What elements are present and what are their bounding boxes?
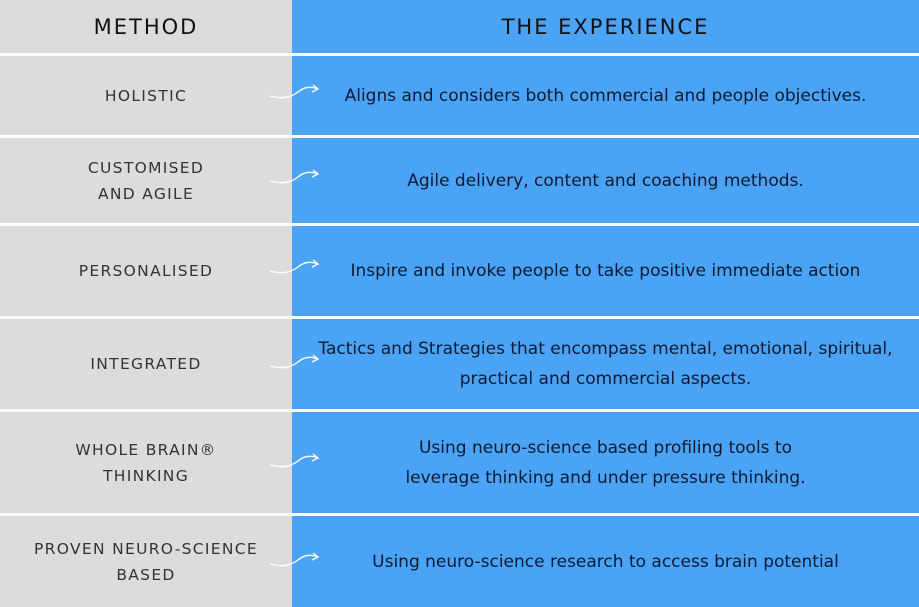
experience-column-background [292, 0, 919, 607]
experience-text: Tactics and Strategies that encompass me… [318, 339, 893, 389]
table-row-whole-brain: WHOLE BRAIN® THINKING Using neuro-scienc… [0, 412, 919, 513]
row-divider [0, 223, 919, 226]
experience-text: Inspire and invoke people to take positi… [350, 261, 861, 281]
method-label: PROVEN NEURO-SCIENCE BASED [34, 539, 258, 584]
table-row-integrated: INTEGRATED Tactics and Strategies that e… [0, 319, 919, 409]
experience-text: Aligns and considers both commercial and… [344, 85, 867, 106]
table-row-personalised: PERSONALISED Inspire and invoke people t… [0, 226, 919, 316]
experience-text: Using neuro-science based profiling tool… [405, 437, 806, 488]
method-label: INTEGRATED [90, 355, 202, 373]
curved-arrow-icon [268, 255, 324, 277]
experience-header: THE EXPERIENCE [501, 15, 710, 39]
row-divider [0, 316, 919, 319]
method-header: METHOD [93, 15, 199, 39]
table-row-holistic: HOLISTIC Aligns and considers both comme… [0, 56, 919, 135]
curved-arrow-icon [268, 350, 324, 372]
curved-arrow-icon [268, 548, 324, 570]
row-divider [0, 135, 919, 138]
row-divider [0, 53, 919, 56]
method-column-background [0, 0, 292, 607]
experience-text: Using neuro-science research to access b… [372, 551, 839, 572]
curved-arrow-icon [268, 449, 324, 471]
table-row-proven-neuro-science: PROVEN NEURO-SCIENCE BASED Using neuro-s… [0, 516, 919, 607]
method-label: HOLISTIC [104, 86, 188, 105]
row-divider [0, 513, 919, 516]
method-label: PERSONALISED [78, 262, 214, 280]
method-label: CUSTOMISED AND AGILE [87, 158, 205, 203]
curved-arrow-icon [268, 80, 324, 102]
experience-text: Agile delivery, content and coaching met… [407, 170, 804, 191]
curved-arrow-icon [268, 165, 324, 187]
row-divider [0, 409, 919, 412]
method-label: WHOLE BRAIN® THINKING [75, 440, 217, 485]
table-row-customised: CUSTOMISED AND AGILE Agile delivery, con… [0, 138, 919, 223]
